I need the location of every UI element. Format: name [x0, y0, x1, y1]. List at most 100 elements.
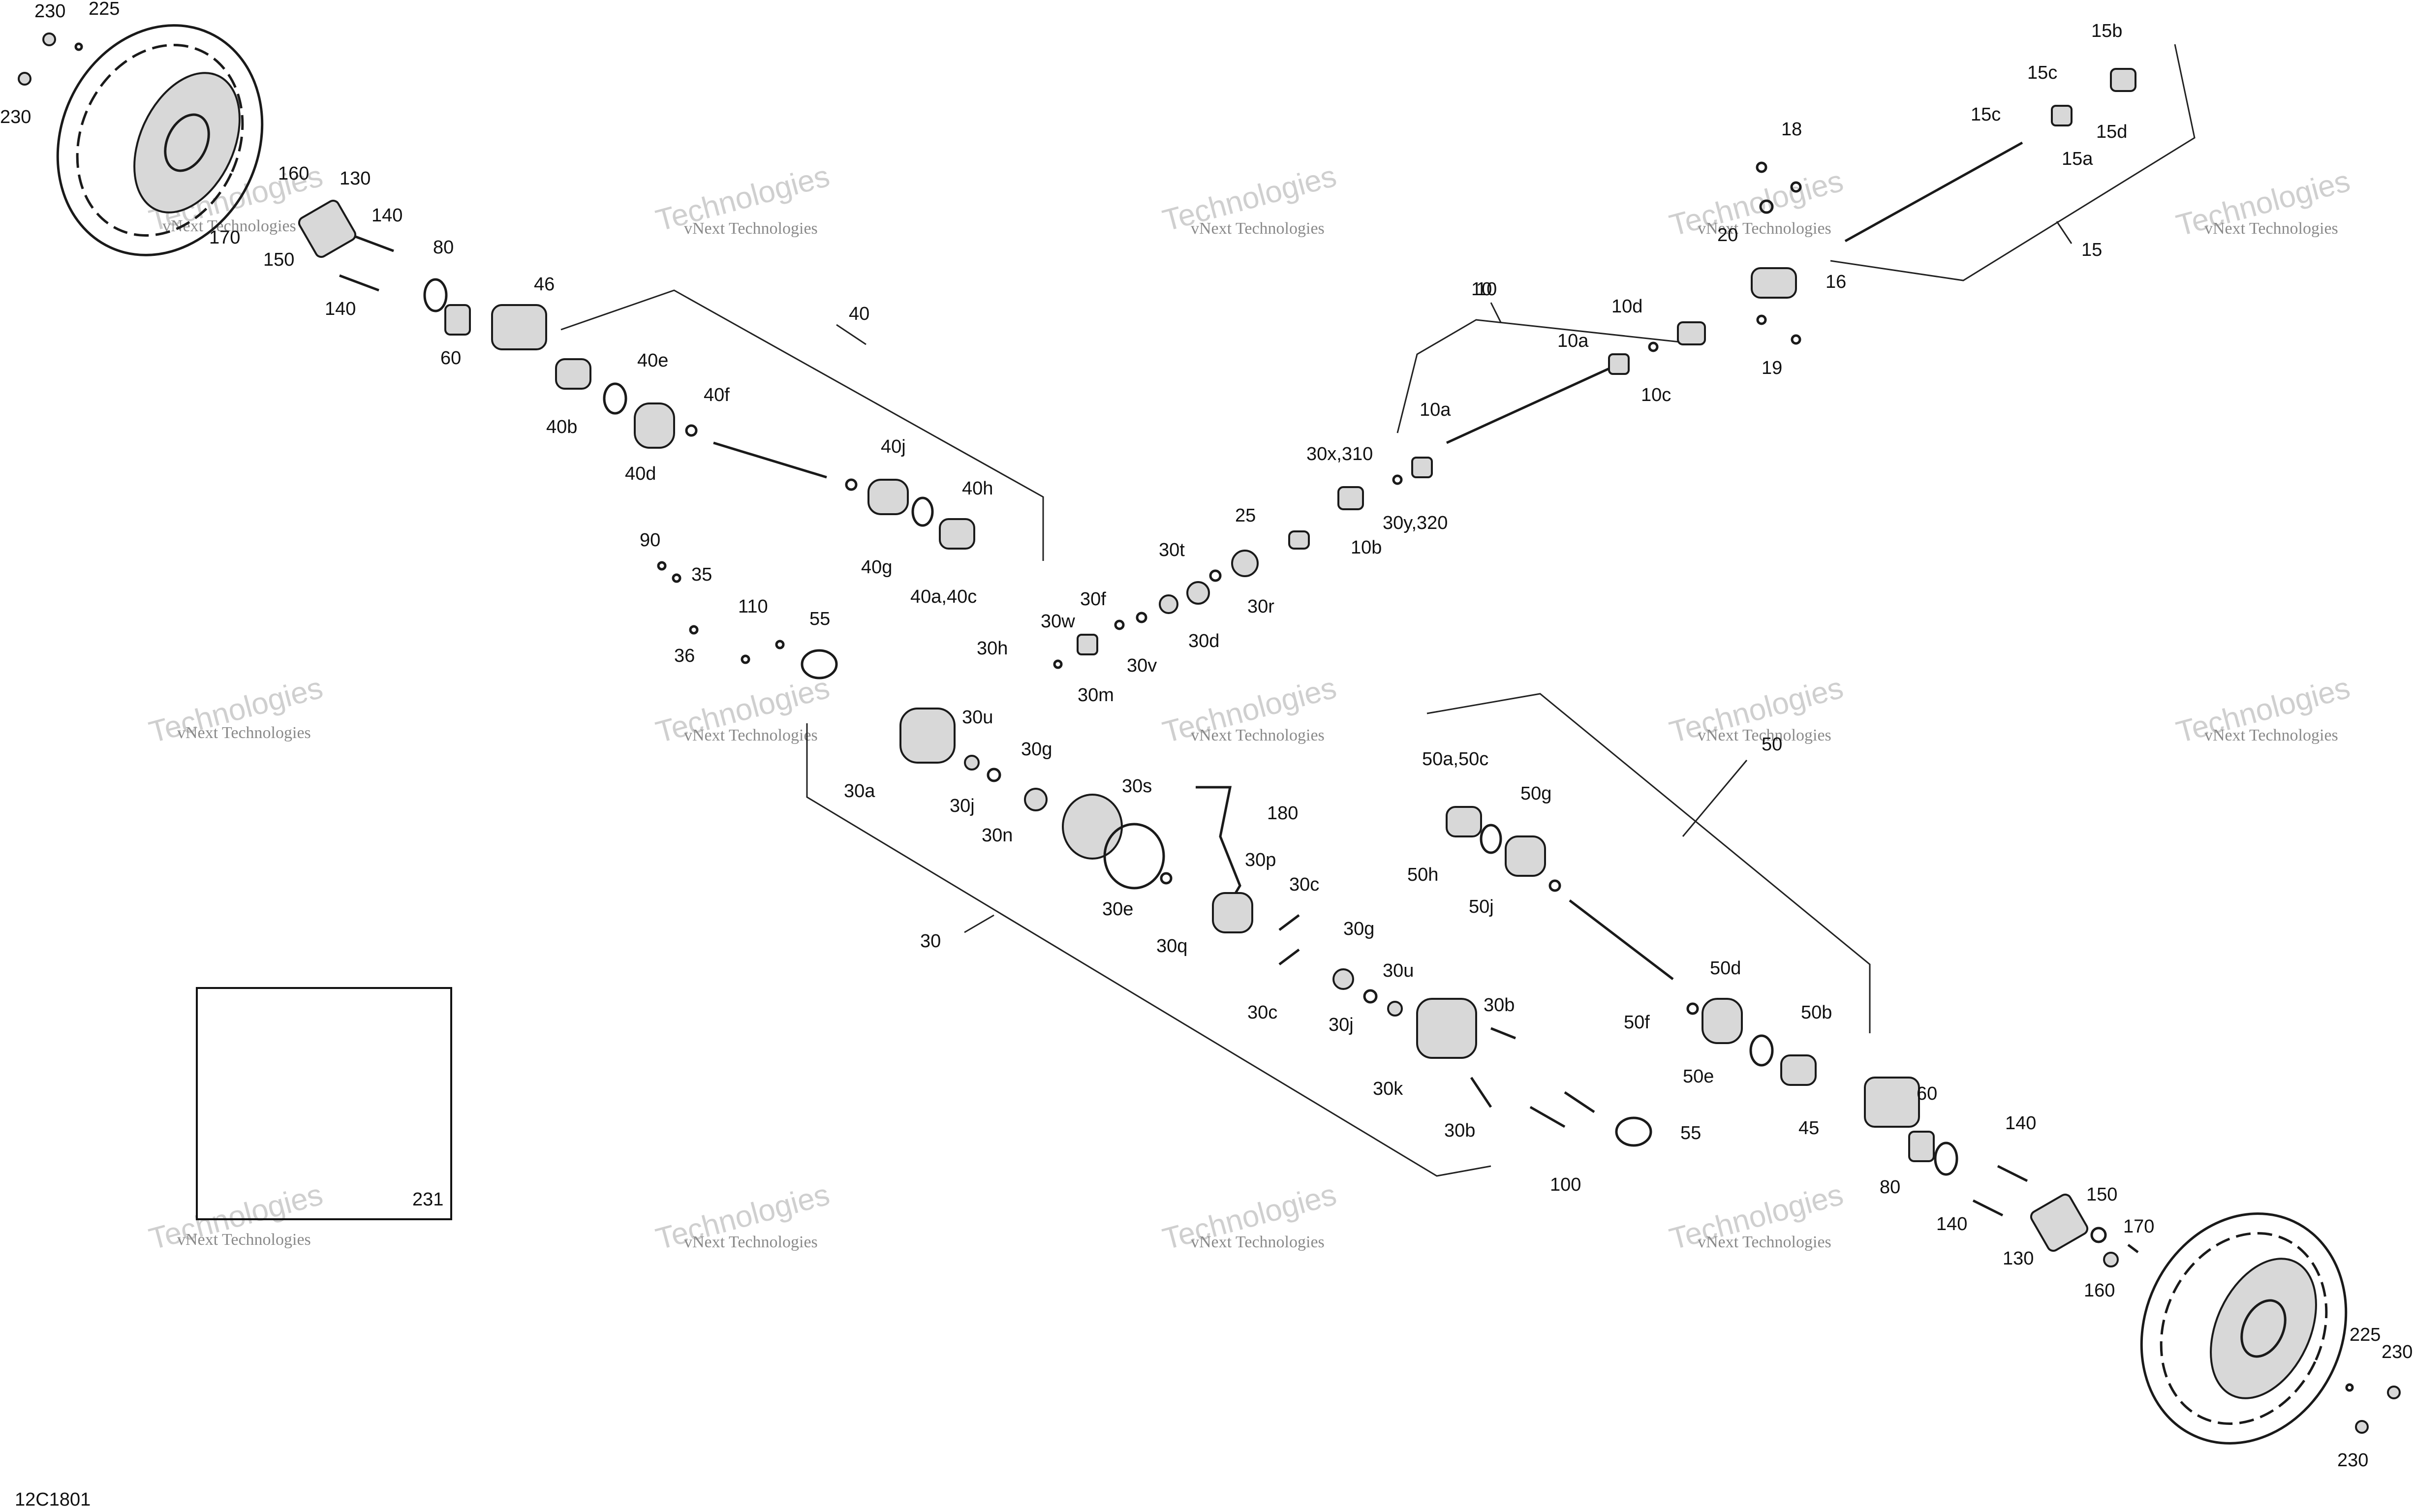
wheel-stud-front	[339, 274, 379, 292]
callout-label: 30g	[1343, 919, 1374, 939]
bearing-30g-b	[1332, 968, 1354, 990]
group-10-leader	[1490, 302, 1502, 323]
nut-19b	[1791, 334, 1801, 345]
callout-label: 50h	[1407, 864, 1438, 885]
bolt-30b-b	[1470, 1077, 1492, 1108]
yoke-15b	[2110, 68, 2136, 92]
watermark-text: vNext Technologies	[684, 219, 818, 238]
wheel-tire-front	[56, 24, 264, 256]
callout-label: 230	[0, 107, 31, 127]
ujoint-10a-upper	[1608, 353, 1630, 375]
callout-label: 10a	[1420, 400, 1451, 420]
callout-label: 30s	[1122, 776, 1152, 797]
callout-label: 30f	[1080, 589, 1106, 610]
callout-label: 50f	[1624, 1012, 1650, 1033]
oring-30s	[1103, 823, 1165, 890]
group-40-leader	[836, 324, 867, 345]
bearing-front	[444, 304, 471, 336]
boot-40g	[867, 479, 909, 515]
clamp-40h	[911, 496, 934, 527]
group-50-bracket	[1426, 693, 1871, 1033]
knuckle-rear	[1864, 1077, 1920, 1128]
boot-50g	[1505, 835, 1546, 877]
boot-50d	[1702, 998, 1743, 1044]
group-40-bracket	[560, 289, 1044, 561]
housing-30k	[1416, 998, 1477, 1059]
seal-55-front	[801, 649, 838, 679]
watermark-text: vNext Technologies	[1191, 726, 1325, 744]
drawing-code: 12C1801	[15, 1489, 91, 1510]
callout-label: 130	[340, 168, 371, 189]
callout-label: 30h	[977, 638, 1008, 659]
callout-label: 100	[1550, 1174, 1581, 1195]
group-15-leader	[2056, 221, 2073, 244]
callout-label: 50b	[1801, 1002, 1832, 1023]
seal-ring-front	[423, 278, 448, 312]
callout-label: 15b	[2091, 21, 2122, 41]
washer-20	[1759, 199, 1774, 214]
bolt-36	[689, 625, 699, 635]
callout-label: 55	[809, 609, 830, 629]
callout-label: 60	[440, 348, 461, 369]
washer-150-rear	[2090, 1227, 2107, 1243]
callout-label: 10	[1476, 279, 1497, 300]
hub-flange-front	[298, 199, 357, 258]
nut-160-rear	[2103, 1252, 2119, 1267]
callout-label: 30r	[1247, 596, 1274, 617]
callout-label: 90	[640, 530, 660, 551]
screw-30h	[1053, 659, 1063, 669]
callout-label: 170	[2123, 1216, 2154, 1237]
inset-box-label: 231	[412, 1189, 443, 1210]
wheel-nut-230	[2355, 1420, 2369, 1434]
callout-label: 30m	[1078, 685, 1114, 706]
ring-30j	[987, 768, 1001, 782]
callout-label: 30v	[1127, 655, 1157, 676]
group-label-40: 40	[849, 304, 869, 324]
wheel-nut-230	[42, 32, 56, 46]
callout-label: 140	[2005, 1113, 2036, 1134]
seal-ring-rear	[1934, 1142, 1958, 1176]
callout-label: 30w	[1041, 611, 1075, 632]
pin-30c	[1278, 949, 1300, 965]
callout-label: 80	[1880, 1177, 1900, 1198]
group-label-15: 15	[2081, 240, 2102, 260]
callout-label: 140	[1936, 1214, 1967, 1234]
callout-label: 46	[534, 274, 555, 295]
callout-label: 40h	[962, 478, 993, 499]
circlip-40f	[685, 424, 698, 437]
group-bracket-lines	[560, 44, 2196, 1177]
group-label-10: 10	[1471, 279, 1492, 300]
callout-label: 30p	[1245, 850, 1276, 870]
watermark-text: vNext Technologies	[1698, 726, 1831, 744]
clamp-40e	[603, 382, 627, 415]
seal-30f	[1159, 594, 1178, 614]
callout-label: 30d	[1188, 631, 1219, 651]
callout-label: 30g	[1021, 739, 1052, 760]
bolt-100	[1529, 1106, 1566, 1128]
watermark-text: vNext Technologies	[1698, 1233, 1831, 1251]
callout-label: 225	[89, 0, 120, 19]
shaft-15	[1844, 141, 2023, 243]
group-10-bracket	[1396, 319, 1703, 433]
diff-unit-30q	[1212, 892, 1253, 933]
callout-label: 60	[1917, 1083, 1937, 1104]
clamp-50e	[1749, 1034, 1774, 1067]
callout-label: 30c	[1247, 1002, 1277, 1023]
clamp-50h	[1480, 824, 1502, 854]
callout-label: 10a	[1557, 331, 1589, 351]
bearing-rear	[1908, 1131, 1935, 1162]
knuckle-front	[491, 304, 547, 350]
group-labels: 40 10 15 30 50	[849, 240, 2102, 952]
callout-label: 110	[738, 596, 768, 617]
bolt-110	[741, 654, 750, 664]
bolt-18	[1756, 161, 1767, 173]
wheel-nut-230	[18, 72, 31, 86]
watermark-text: vNext Technologies	[2204, 726, 2338, 744]
hub-flange-rear	[2030, 1193, 2089, 1252]
shaft-10	[1446, 363, 1620, 444]
watermark-text: vNext Technologies	[1698, 219, 1831, 238]
cv-joint-inner-rear	[1446, 806, 1482, 837]
callout-label: 180	[1267, 803, 1298, 824]
group-15-bracket	[1830, 44, 2196, 281]
